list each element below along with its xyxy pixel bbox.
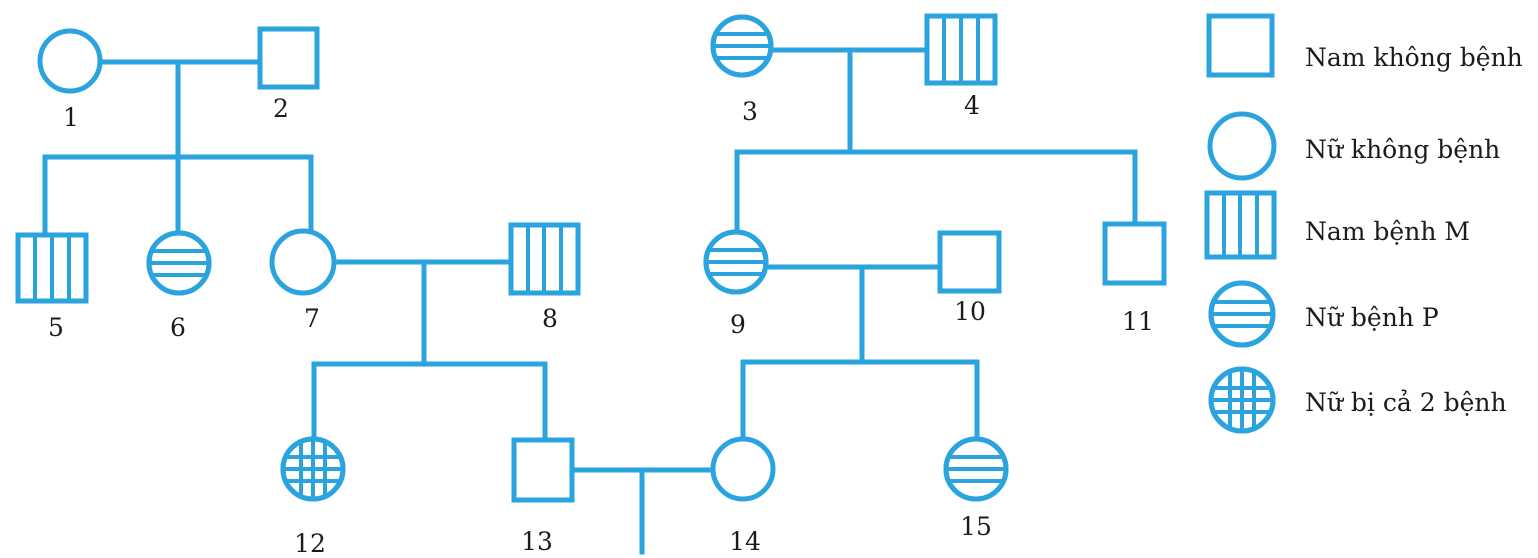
individual-5-label: 5 [48,313,64,342]
individual-8-symbol [508,222,581,296]
individual-1-symbol [37,28,103,94]
individual-4-label: 4 [964,91,980,120]
legend-female-disease-p-symbol [1208,280,1276,348]
individual-3-label: 3 [742,97,758,126]
individual-15-label: 15 [960,512,992,541]
individual-6-label: 6 [170,313,186,342]
individual-13-symbol [511,437,575,503]
legend-label-male-unaffected: Nam không bệnh [1305,43,1523,72]
legend: Nam không bệnh Nữ không bệnh Nam bệnh M … [1204,13,1523,434]
individual-12-label: 12 [294,529,326,558]
individual-2-symbol [257,26,320,90]
individual-14-label: 14 [729,527,761,556]
individual-1-label: 1 [63,103,79,132]
legend-male-unaffected-symbol [1206,13,1275,78]
legend-label-female-disease-p: Nữ bệnh P [1305,303,1439,332]
individual-2-label: 2 [273,94,289,123]
individual-8-label: 8 [542,304,558,333]
individual-14-symbol [710,436,776,502]
individual-3-symbol [710,14,774,78]
individual-10-symbol [937,230,1002,294]
individual-12-symbol [280,436,346,502]
individual-5-symbol [15,232,89,304]
individual-4-symbol [924,13,998,86]
legend-label-female-unaffected: Nữ không bệnh [1305,135,1500,164]
individual-9-symbol [703,229,769,295]
legend-male-disease-m-symbol [1204,190,1277,260]
individual-9-label: 9 [730,310,746,339]
individual-6-symbol [146,230,212,296]
individual-11-label: 11 [1122,307,1154,336]
legend-female-both-symbol [1208,366,1276,434]
individual-7-symbol [269,228,337,296]
individual-15-symbol [943,436,1009,502]
legend-label-male-disease-m: Nam bệnh M [1305,217,1470,246]
individual-10-label: 10 [954,297,986,326]
legend-female-unaffected-symbol [1207,111,1277,181]
individual-13-label: 13 [521,527,553,556]
individual-11-symbol [1102,221,1167,286]
legend-label-female-both: Nữ bị cả 2 bệnh [1305,388,1507,417]
individual-7-label: 7 [304,304,320,333]
